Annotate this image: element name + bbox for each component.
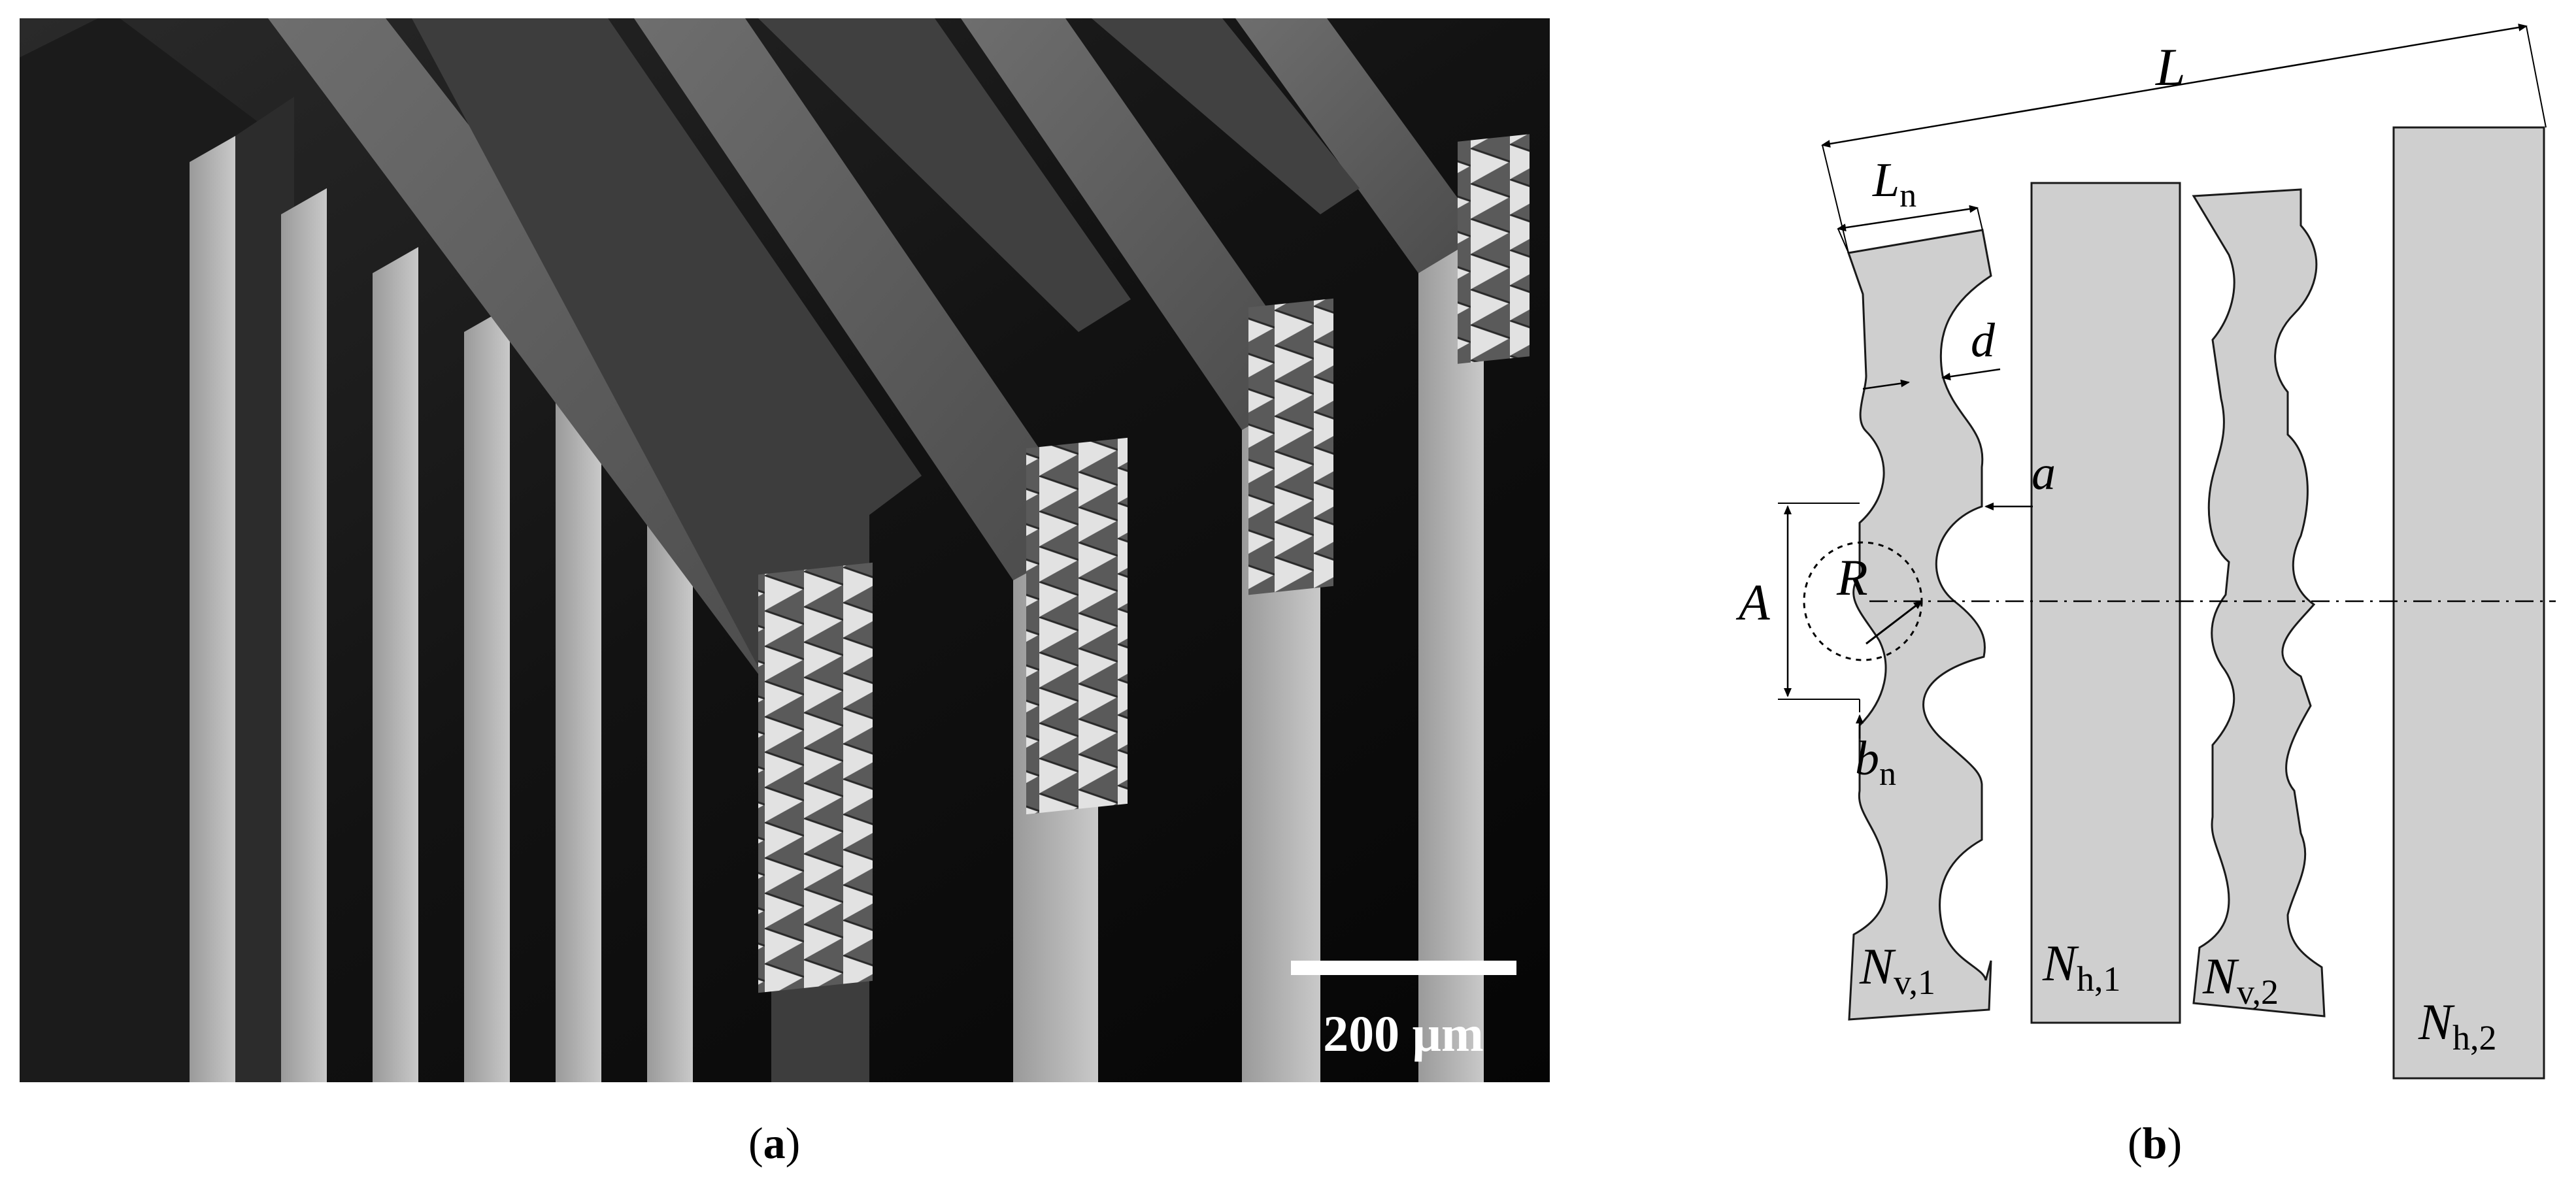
- label-nv2: Nv,2: [2202, 948, 2279, 1012]
- caption-a: (a): [748, 1118, 801, 1168]
- scale-bar-line: [1291, 961, 1516, 975]
- element-nh1: [2030, 182, 2181, 1024]
- dimension-A: A: [1735, 503, 1860, 700]
- svg-text:bn: bn: [1855, 732, 1896, 793]
- schematic-panel: L Ln d a A: [1726, 0, 2576, 1111]
- sem-image-panel: 200 μm: [20, 18, 1550, 1082]
- schematic-diagram: L Ln d a A: [1735, 24, 2556, 1080]
- label-nh1: Nh,1: [2042, 935, 2121, 999]
- dimension-d: d: [1862, 314, 2001, 390]
- dimension-L: L: [1821, 24, 2547, 254]
- label-bn-sub: n: [1879, 755, 1896, 793]
- caption-b: (b): [2128, 1118, 2183, 1168]
- sem-micrograph: 200 μm: [20, 18, 1550, 1082]
- element-nh2: [2392, 126, 2545, 1080]
- svg-text:Ln: Ln: [1872, 154, 1916, 214]
- label-nv1: Nv,1: [1859, 938, 1935, 1002]
- element-nv2: [2192, 188, 2326, 1018]
- label-a: a: [2032, 446, 2056, 500]
- label-bn-main: b: [1855, 732, 1879, 786]
- label-Ln-main: L: [1872, 154, 1899, 207]
- label-Ln-sub: n: [1899, 177, 1916, 214]
- scale-bar: 200 μm: [1291, 961, 1516, 1062]
- label-L: L: [2155, 37, 2186, 97]
- notched-lamellae: [412, 18, 1530, 1082]
- label-A: A: [1735, 574, 1770, 631]
- dimension-a: a: [1984, 446, 2056, 510]
- dimension-Ln: Ln: [1837, 154, 1983, 254]
- element-nv1: [1847, 229, 1992, 1021]
- label-d: d: [1971, 314, 1996, 367]
- label-R: R: [1836, 549, 1868, 606]
- dimension-R: R: [1803, 541, 1923, 661]
- scale-bar-label: 200 μm: [1323, 1005, 1484, 1062]
- label-nh2: Nh,2: [2418, 993, 2497, 1057]
- left-lamella-stack: [20, 18, 693, 1082]
- dimension-bn: bn: [1855, 699, 1896, 793]
